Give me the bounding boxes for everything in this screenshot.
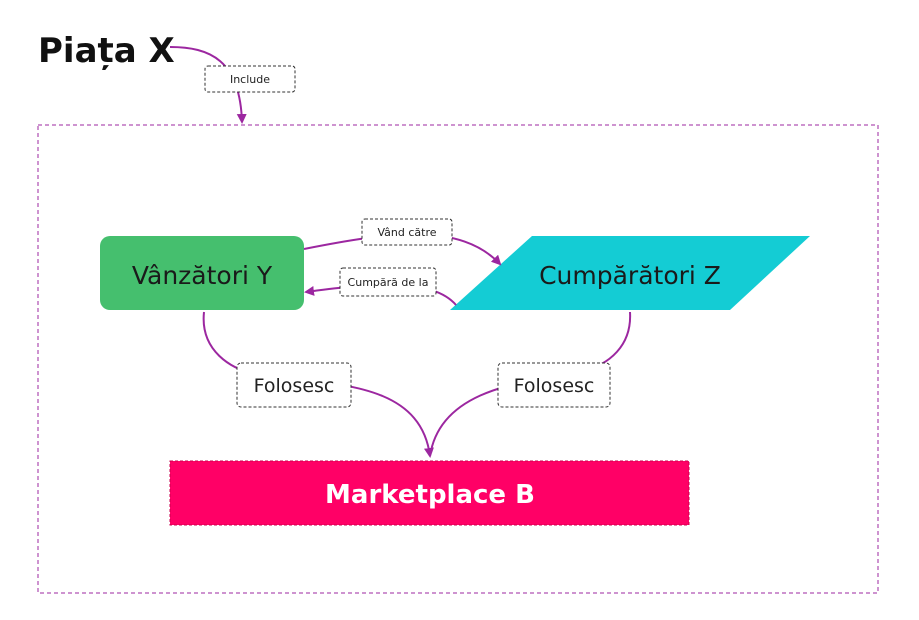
buys-from-label: Cumpără de la [348, 276, 429, 289]
buyers-label: Cumpărători Z [539, 261, 721, 290]
buyers-node[interactable] [450, 236, 810, 310]
marketplace-node[interactable] [169, 460, 690, 526]
sells-to-label: Vând către [377, 226, 436, 239]
sellers-node[interactable] [100, 236, 304, 310]
buyers-use-label-box [497, 362, 611, 408]
sellers-label: Vânzători Y [132, 261, 273, 290]
diagram-title: Piața X [38, 31, 175, 71]
sells-to-label-box [361, 218, 453, 246]
buyers-use-label: Folosesc [514, 375, 595, 397]
include-connector[interactable] [169, 46, 247, 124]
marketplace-label: Marketplace B [325, 480, 535, 510]
market-container[interactable] [37, 124, 879, 594]
buys-from-label-box [339, 267, 437, 297]
sellers-use-label-box [236, 362, 352, 408]
include-label: Include [230, 73, 270, 86]
sellers-use-label: Folosesc [254, 375, 335, 397]
include-label-box [204, 65, 296, 93]
